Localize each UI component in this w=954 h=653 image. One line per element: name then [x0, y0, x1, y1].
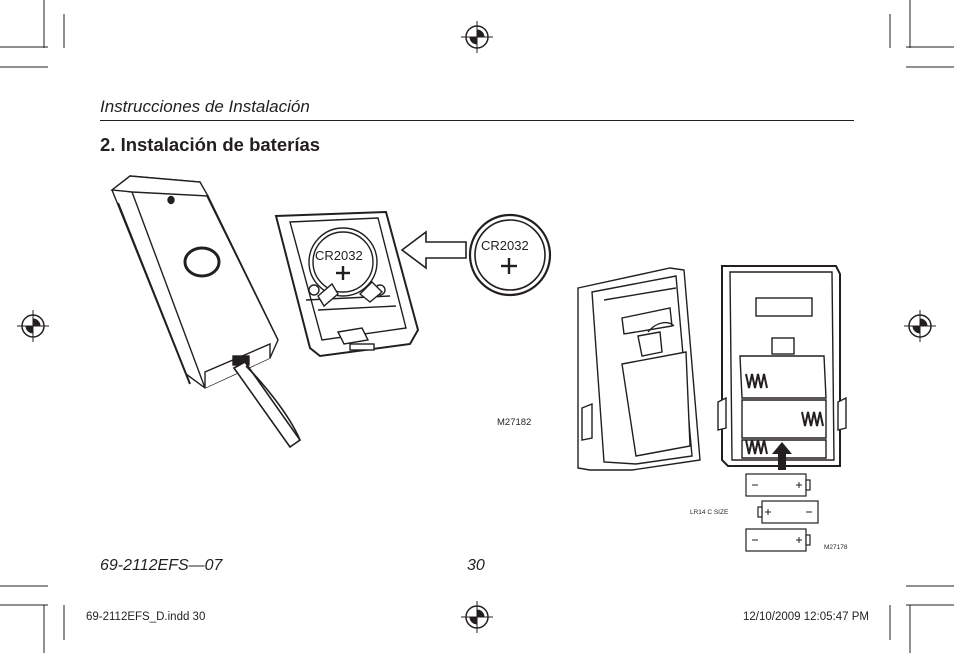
chime-base	[717, 265, 847, 467]
coin-label-case: CR2032	[315, 248, 363, 263]
arrow-insert	[400, 230, 467, 270]
coin-label-battery: CR2032	[481, 238, 529, 253]
push-button-body	[110, 175, 279, 389]
page-number: 30	[467, 557, 485, 574]
page-header: Instrucciones de Instalación	[100, 97, 310, 116]
registration-mark-left	[17, 310, 49, 342]
registration-mark-right	[904, 310, 936, 342]
header-rule	[100, 120, 854, 121]
battery-polarity	[752, 482, 812, 543]
registration-mark-bottom	[461, 601, 493, 633]
registration-mark-top	[461, 21, 493, 53]
chime-cover	[577, 267, 701, 471]
plus-sign-case	[336, 266, 350, 280]
springs	[745, 373, 824, 455]
document-code: 69-2112EFS—07	[100, 557, 223, 574]
screwdriver	[232, 360, 302, 449]
section-title: 2. Instalación de baterías	[100, 134, 321, 155]
c-batteries	[745, 473, 819, 552]
figure-code-left: M27182	[497, 417, 532, 428]
figure-code-right: M27178	[824, 544, 848, 551]
plus-sign-battery	[501, 258, 517, 274]
battery-size-label: LR14 C SIZE	[690, 509, 729, 516]
open-case	[274, 210, 420, 358]
arrow-up	[772, 442, 792, 470]
coin-battery	[468, 213, 552, 297]
slug-filename: 69-2112EFS_D.indd 30	[86, 611, 206, 623]
slug-timestamp: 12/10/2009 12:05:47 PM	[743, 611, 869, 623]
